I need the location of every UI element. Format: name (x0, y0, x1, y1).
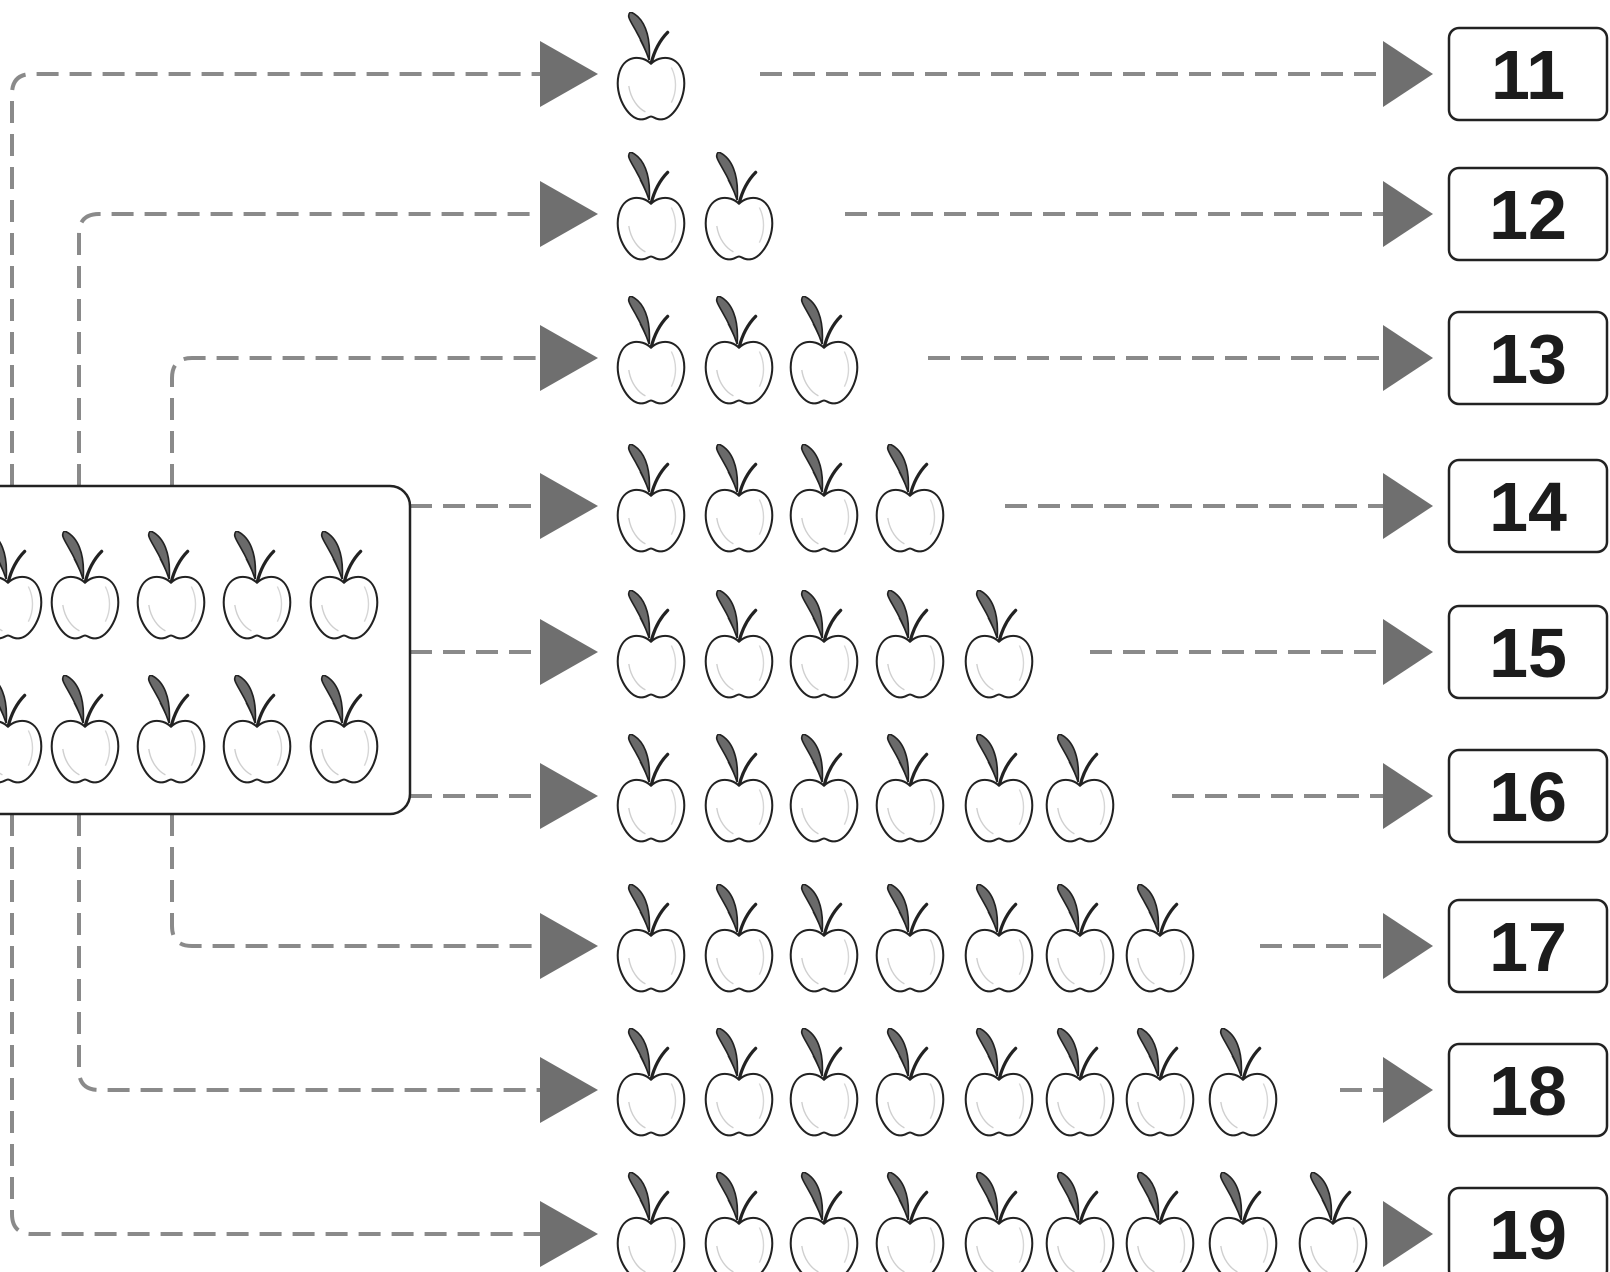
row-11: 11 (540, 12, 1607, 120)
number-label: 18 (1489, 1052, 1567, 1130)
apple-icon (966, 1028, 1033, 1135)
apple-icon (1047, 1172, 1114, 1272)
apple-icon (1210, 1172, 1277, 1272)
number-label: 13 (1489, 320, 1567, 398)
row-14: 14 (540, 444, 1607, 552)
arrowhead-icon (1383, 619, 1433, 685)
connector-line-in (172, 814, 545, 946)
apple-icon (966, 734, 1033, 841)
arrowhead-icon (540, 473, 598, 539)
apple-icon (618, 1028, 685, 1135)
apple-icon (706, 590, 773, 697)
apple-icon (618, 296, 685, 403)
number-label: 19 (1489, 1196, 1567, 1272)
number-label: 11 (1491, 36, 1565, 114)
rows-layer: 11 12 13 14 15 16 17 18 19 (540, 12, 1607, 1272)
apple-icon (618, 12, 685, 119)
number-label: 16 (1489, 758, 1567, 836)
row-12: 12 (540, 152, 1607, 260)
apple-icon (618, 1172, 685, 1272)
apple-icon (706, 734, 773, 841)
arrowhead-icon (540, 763, 598, 829)
row-19: 19 (540, 1172, 1607, 1272)
apple-icon (1047, 884, 1114, 991)
connector-line-in (172, 358, 545, 486)
arrowhead-icon (1383, 1057, 1433, 1123)
arrowhead-icon (1383, 763, 1433, 829)
row-15: 15 (540, 590, 1607, 698)
apple-icon (1127, 1028, 1194, 1135)
row-17: 17 (540, 884, 1607, 992)
apple-icon (1300, 1172, 1367, 1272)
arrowhead-icon (540, 325, 598, 391)
number-label: 14 (1489, 468, 1567, 546)
apple-icon (877, 590, 944, 697)
arrowhead-icon (1383, 181, 1433, 247)
apple-icon (706, 296, 773, 403)
connector-line-in (79, 814, 545, 1090)
arrowhead-icon (1383, 473, 1433, 539)
ten-apple-group (0, 486, 410, 814)
apple-icon (791, 590, 858, 697)
row-13: 13 (540, 296, 1607, 404)
apple-icon (877, 444, 944, 551)
apple-icon (791, 1172, 858, 1272)
apple-icon (706, 1028, 773, 1135)
arrowhead-icon (1383, 1201, 1433, 1267)
apple-icon (966, 884, 1033, 991)
number-label: 17 (1489, 908, 1567, 986)
arrowhead-icon (540, 1057, 598, 1123)
number-label: 12 (1489, 176, 1567, 254)
apple-icon (791, 1028, 858, 1135)
connector-line-in (79, 214, 545, 486)
arrowhead-icon (540, 181, 598, 247)
apple-icon (877, 884, 944, 991)
apple-icon (1127, 1172, 1194, 1272)
connector-line-in (12, 814, 545, 1234)
apple-icon (791, 296, 858, 403)
arrowhead-icon (540, 1201, 598, 1267)
apple-icon (791, 734, 858, 841)
apple-icon (706, 444, 773, 551)
apple-icon (966, 1172, 1033, 1272)
apple-icon (1127, 884, 1194, 991)
row-16: 16 (540, 734, 1607, 842)
apple-icon (1047, 734, 1114, 841)
arrowhead-icon (1383, 325, 1433, 391)
number-label: 15 (1489, 614, 1567, 692)
arrowhead-icon (540, 913, 598, 979)
apple-icon (618, 152, 685, 259)
apple-icon (1047, 1028, 1114, 1135)
row-18: 18 (540, 1028, 1607, 1136)
apple-icon (1210, 1028, 1277, 1135)
arrowhead-icon (1383, 913, 1433, 979)
apple-icon (706, 152, 773, 259)
connector-line-in (12, 74, 545, 486)
arrowhead-icon (1383, 41, 1433, 107)
apple-icon (706, 884, 773, 991)
apple-icon (618, 590, 685, 697)
arrowhead-icon (540, 619, 598, 685)
arrowhead-icon (540, 41, 598, 107)
apple-icon (966, 590, 1033, 697)
apple-icon (618, 444, 685, 551)
apple-icon (791, 444, 858, 551)
apple-icon (877, 1172, 944, 1272)
apple-icon (877, 1028, 944, 1135)
apple-icon (706, 1172, 773, 1272)
apple-icon (877, 734, 944, 841)
apple-icon (618, 884, 685, 991)
apple-icon (791, 884, 858, 991)
apple-icon (618, 734, 685, 841)
